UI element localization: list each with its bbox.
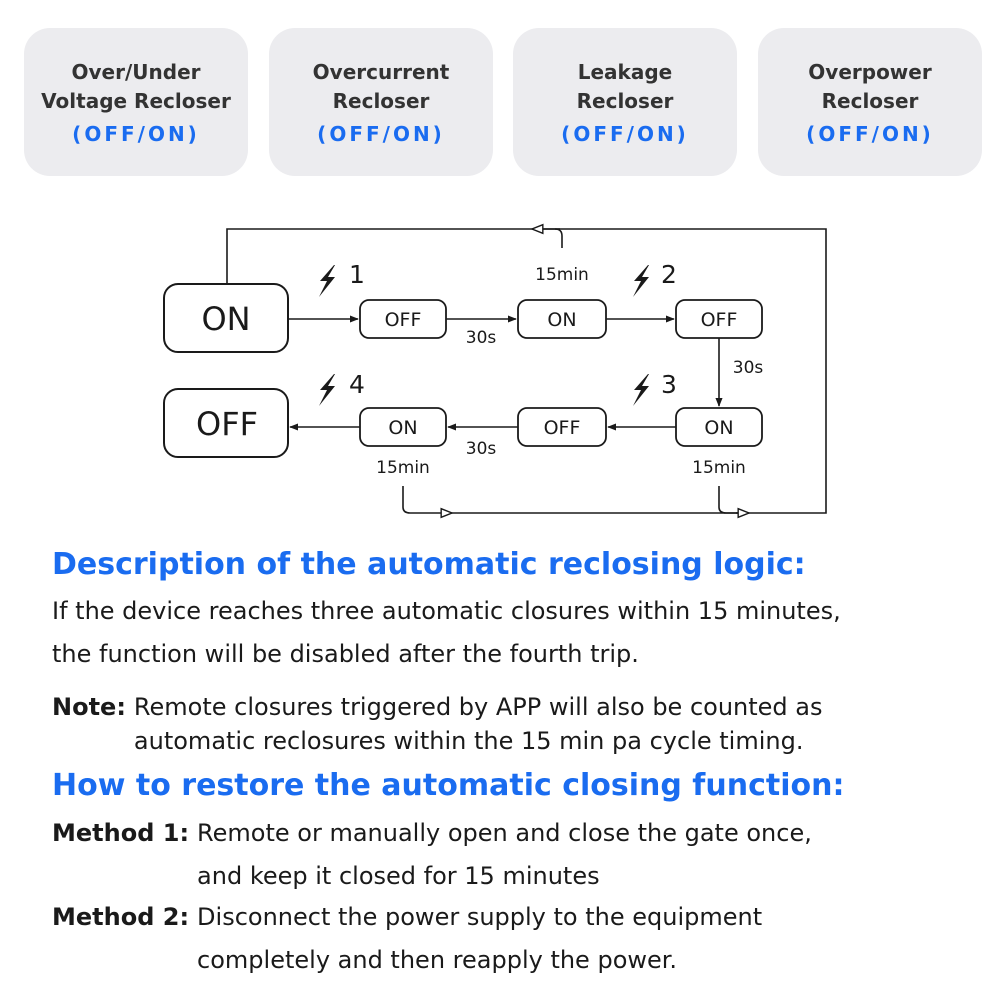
method-1-label: Method 1: <box>52 819 190 847</box>
lightning-icon <box>319 265 335 297</box>
restore-heading: How to restore the automatic closing fun… <box>52 768 845 803</box>
method-line: and keep it closed for 15 minutes <box>197 862 600 890</box>
method-line: Remote or manually open and close the ga… <box>197 819 812 847</box>
note-line: automatic reclosures within the 15 min p… <box>133 727 804 755</box>
card-overcurrent-recloser: Overcurrent Recloser (OFF/ON) <box>269 28 493 176</box>
method-line: Disconnect the power supply to the equip… <box>197 903 763 931</box>
card-voltage-recloser: Over/Under Voltage Recloser (OFF/ON) <box>24 28 248 176</box>
card-title: Leakage <box>577 60 673 84</box>
card-overpower-recloser: Overpower Recloser (OFF/ON) <box>758 28 982 176</box>
card-title: Recloser <box>576 89 674 113</box>
description-line: If the device reaches three automatic cl… <box>52 597 841 625</box>
card-state: (OFF/ON) <box>317 122 445 146</box>
delay-label: 30s <box>733 358 764 378</box>
method-2-block: Method 2: Disconnect the power supply to… <box>52 896 762 982</box>
card-title: Voltage Recloser <box>41 89 231 113</box>
end-off-state <box>163 388 289 458</box>
trip-number: 2 <box>661 260 677 289</box>
state-label: ON <box>547 309 576 331</box>
card-title: Recloser <box>332 89 430 113</box>
description-heading: Description of the automatic reclosing l… <box>52 547 806 582</box>
timer-label: 15min <box>692 458 746 478</box>
note-label: Note: <box>52 693 126 721</box>
lightning-icon <box>633 374 649 406</box>
method-1-text: Remote or manually open and close the ga… <box>197 812 812 898</box>
end-off-label: OFF <box>196 405 258 443</box>
description-line: the function will be disabled after the … <box>52 640 639 668</box>
reset-loop-branch <box>554 228 563 248</box>
note-block: Note: Remote closures triggered by APP w… <box>52 690 823 758</box>
trip-number: 3 <box>661 370 677 399</box>
delay-label: 30s <box>466 328 497 348</box>
note-line: Remote closures triggered by APP will al… <box>133 693 823 721</box>
method-2-text: Disconnect the power supply to the equip… <box>197 896 762 982</box>
card-state: (OFF/ON) <box>806 122 934 146</box>
lightning-icon <box>633 265 649 297</box>
timer-label: 15min <box>376 458 430 478</box>
card-title: Recloser <box>821 89 919 113</box>
state-label: OFF <box>544 417 581 439</box>
state-label: OFF <box>385 309 422 331</box>
state-label: OFF <box>701 309 738 331</box>
timer-label: 15min <box>535 265 589 285</box>
method-1-block: Method 1: Remote or manually open and cl… <box>52 812 812 898</box>
card-state: (OFF/ON) <box>72 122 200 146</box>
reset-loop-line <box>226 228 827 514</box>
method-line: completely and then reapply the power. <box>197 946 678 974</box>
note-text: Remote closures triggered by APP will al… <box>134 690 823 758</box>
method-2-label: Method 2: <box>52 903 190 931</box>
trip-number: 1 <box>349 260 365 289</box>
delay-label: 30s <box>466 439 497 459</box>
card-state: (OFF/ON) <box>561 122 689 146</box>
card-title: Overcurrent <box>312 60 450 84</box>
state-label: ON <box>704 417 733 439</box>
reset-loop-branch <box>718 486 749 513</box>
reset-loop-branch <box>402 486 452 513</box>
trip-number: 4 <box>349 370 365 399</box>
card-title: Over/Under <box>71 60 201 84</box>
start-on-state <box>163 283 289 353</box>
card-title: Overpower <box>808 60 932 84</box>
lightning-icon <box>319 374 335 406</box>
state-label: ON <box>388 417 417 439</box>
card-leakage-recloser: Leakage Recloser (OFF/ON) <box>513 28 737 176</box>
reclosing-flow-diagram: ON OFF OFF ON OFF ON OFF ON 1 2 3 4 30s … <box>163 0 827 540</box>
start-on-label: ON <box>201 300 250 338</box>
